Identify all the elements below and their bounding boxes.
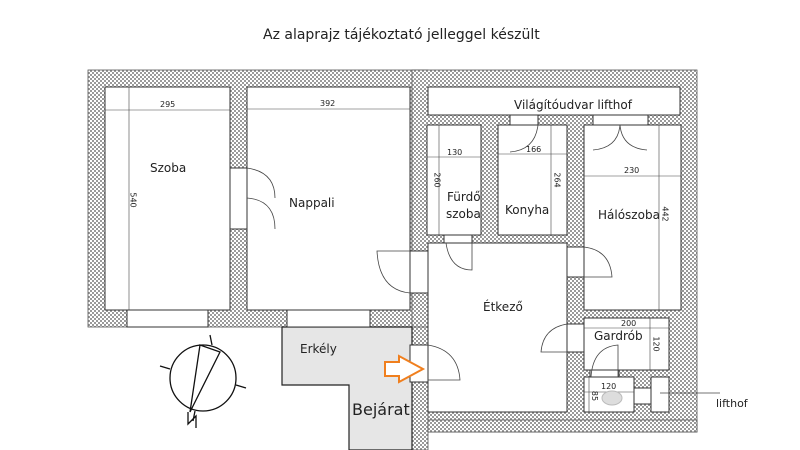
balcony-area: [281, 326, 413, 450]
rooms: [104, 86, 682, 413]
room-konyha: [497, 124, 568, 236]
dim-gardrob-width: 200: [621, 319, 637, 328]
room-label-szoba: Szoba: [150, 161, 187, 175]
room-label-haloszoba: Hálószoba: [598, 208, 660, 222]
dim-wc-width: 120: [601, 382, 617, 391]
room-label-vilagitoudvar: Világítóudvar lifthof: [514, 98, 632, 112]
room-label-konyha: Konyha: [505, 203, 550, 217]
dimension-lines: [105, 87, 681, 412]
room-label-bejarat: Bejárat: [352, 400, 410, 419]
toilet-icon: [601, 390, 623, 406]
room-furdo: [426, 124, 482, 236]
compass-icon: [159, 334, 247, 428]
room-label-nappali: Nappali: [289, 196, 335, 210]
room-label-erkely: Erkély: [300, 342, 337, 356]
page-title: Az alaprajz tájékoztató jelleggel készül…: [263, 27, 540, 43]
dim-szoba-width: 295: [160, 100, 176, 109]
dim-wc-length: 85: [590, 390, 600, 402]
door-swings: [246, 124, 720, 394]
room-vilagitoudvar: [427, 86, 681, 116]
room-etkezo: [427, 242, 568, 413]
dim-furdo-length: 260: [432, 172, 442, 188]
room-label-furdo-2: szoba: [446, 207, 481, 221]
lifthof-label: lifthof: [716, 397, 748, 410]
entrance-arrow-icon: [384, 354, 426, 384]
dim-haloszoba-width: 230: [624, 166, 640, 175]
room-haloszoba: [583, 124, 682, 311]
room-label-etkezo: Étkező: [483, 300, 523, 314]
shaft: [650, 376, 670, 413]
room-label-furdo-1: Fürdő: [447, 190, 481, 204]
dim-nappali-width: 392: [320, 99, 336, 108]
room-szoba: [104, 86, 231, 311]
dim-konyha-length: 264: [552, 172, 562, 188]
dim-szoba-length: 540: [128, 192, 138, 208]
dim-haloszoba-length: 442: [660, 206, 670, 222]
dim-gardrob-length: 120: [651, 336, 661, 352]
room-label-gardrob: Gardrób: [594, 329, 643, 343]
dim-furdo-width: 130: [447, 148, 463, 157]
room-gardrob: [583, 317, 670, 371]
dim-konyha-width: 166: [526, 145, 542, 154]
